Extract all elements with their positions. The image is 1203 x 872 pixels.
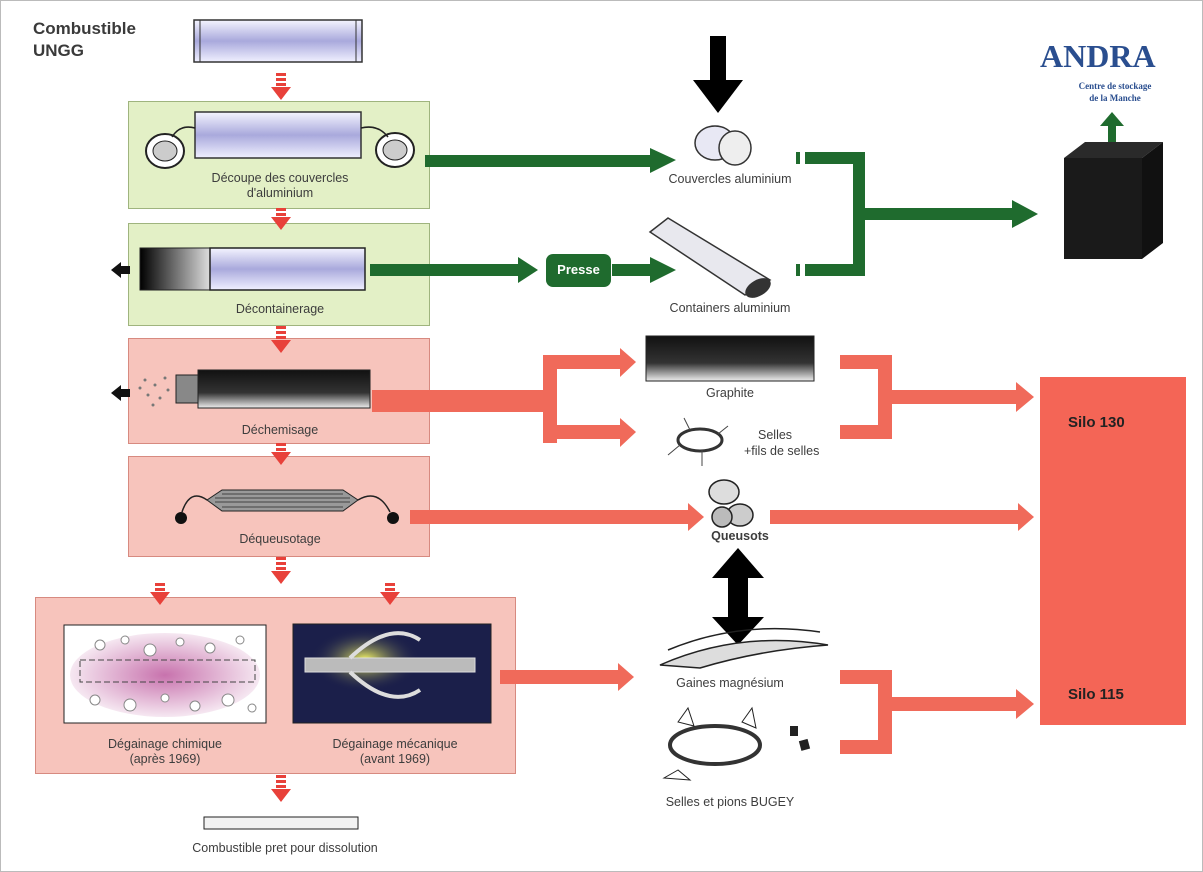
step-decoupe-label-1: Découpe des couvercles: [211, 171, 349, 185]
dechemisage-illustration: [111, 369, 371, 409]
green-flows: [370, 112, 1124, 283]
output-gaines: Gaines magnésium: [676, 676, 784, 690]
title-line-2: UNGG: [33, 41, 84, 60]
step-dequeusotage-label: Déqueusotage: [239, 532, 321, 546]
red-flows: [372, 348, 1034, 754]
andra-subtitle-2: de la Manche: [1089, 93, 1141, 103]
silo-115-label: Silo 115: [1068, 686, 1124, 703]
step-decontainerage-label: Décontainerage: [235, 302, 325, 316]
output-selles-1: Selles: [758, 428, 793, 442]
queusot-cap-icon: [708, 479, 754, 528]
output-queusots: Queusots: [711, 529, 769, 543]
decontainer-illustration: [111, 247, 366, 291]
output-selles-2: +fils de selles: [744, 444, 820, 458]
presse-box: [546, 254, 611, 287]
saddle-ring-icon: [667, 417, 729, 466]
down-arrows: [150, 73, 400, 802]
title-line-1: Combustible: [33, 19, 136, 38]
output-couvercles: Couvercles aluminium: [668, 172, 792, 186]
output-selles-pions: Selles et pions BUGEY: [665, 795, 795, 809]
step-dechemisage-label: Déchemisage: [241, 423, 319, 437]
cladding-shell-icon: [659, 627, 829, 669]
dequeusotage-illustration: [175, 489, 399, 524]
lid-icon: [694, 125, 752, 166]
andra-logo: ANDRA: [1040, 38, 1156, 74]
final-label: Combustible pret pour dissolution: [192, 841, 378, 855]
lid-cut-illustration: [145, 111, 415, 169]
graphite-sleeve-icon: [645, 335, 815, 382]
mechanical-decladding-image: [292, 623, 492, 724]
storage-cube-icon: [1064, 142, 1163, 259]
output-containers: Containers aluminium: [669, 301, 791, 315]
chemical-label-2: (après 1969): [129, 752, 201, 766]
andra-subtitle-1: Centre de stockage: [1078, 81, 1152, 91]
silo-block: [1040, 377, 1186, 725]
container-tube-icon: [648, 217, 772, 298]
mechanical-label-2: (avant 1969): [359, 752, 431, 766]
presse-label: Presse: [557, 262, 600, 277]
output-graphite: Graphite: [706, 386, 754, 400]
mechanical-label-1: Dégainage mécanique: [332, 737, 458, 751]
silo-130-label: Silo 130: [1068, 414, 1125, 431]
fuel-rod-icon: [193, 19, 363, 63]
step-decoupe-label-2: d'aluminium: [246, 186, 314, 200]
saddle-pin-icon: [662, 706, 811, 781]
final-rod-icon: [203, 816, 359, 830]
chemical-label-1: Dégainage chimique: [108, 737, 222, 751]
chemical-decladding-image: [63, 624, 267, 724]
